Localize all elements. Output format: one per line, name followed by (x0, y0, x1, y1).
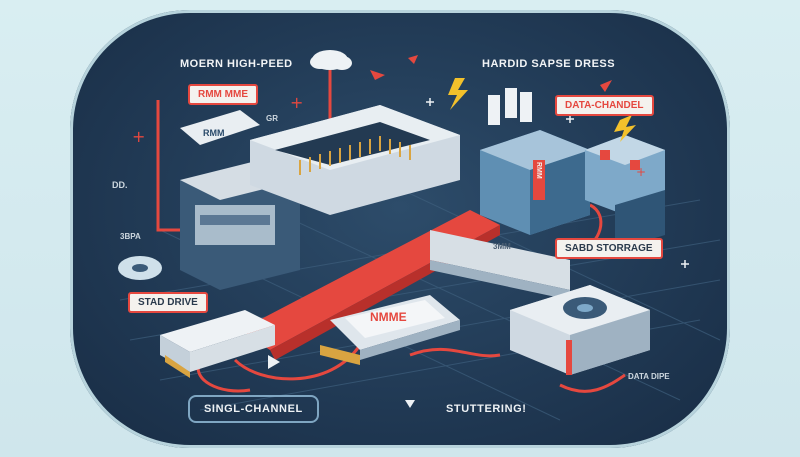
memory-card (180, 110, 260, 145)
stad-drive-tag: STAD DRIVE (128, 292, 208, 313)
connector-plug (160, 310, 275, 378)
disc-icon (118, 256, 162, 280)
nvme-card (320, 295, 460, 365)
data-channel-tag: DATA-CHANDEL (555, 95, 654, 116)
box-badge: RMM (535, 162, 542, 179)
sbpa-mark: 3BPA (120, 232, 141, 241)
block-stack (585, 135, 665, 250)
sparkle-icons (426, 98, 689, 268)
dd-mark: DD. (112, 180, 128, 190)
svg-text:+: + (290, 93, 303, 112)
cloud-icon (310, 50, 352, 70)
gpu-card (510, 285, 650, 375)
gr-mark: GR (266, 114, 278, 123)
heading-right: HARDID SAPSE DRESS (482, 58, 616, 70)
grey-rail (430, 230, 570, 300)
svg-text:+: + (636, 165, 646, 179)
data-dipe-label: DATA DIPE (628, 372, 670, 381)
module-badge: RMM (203, 128, 225, 138)
nvme-card-label: NMME (370, 310, 407, 324)
storage-box (480, 88, 590, 235)
svg-text:+: + (132, 127, 145, 146)
red-accents: + + + (132, 55, 646, 179)
heading-left: MOERN HIGH-PEED (180, 58, 293, 70)
single-channel-label: SINGL-CHANNEL (188, 395, 319, 423)
lightning-icons (448, 78, 636, 142)
stuttering-label: STUTTERING! (446, 403, 527, 415)
ssd-storage-tag: SABD STORRAGE (555, 238, 663, 259)
ram-module (250, 105, 460, 215)
rail-label: 3MM (493, 242, 511, 251)
arrow-icons (268, 355, 415, 408)
ram-tag: RMM MME (188, 84, 258, 105)
